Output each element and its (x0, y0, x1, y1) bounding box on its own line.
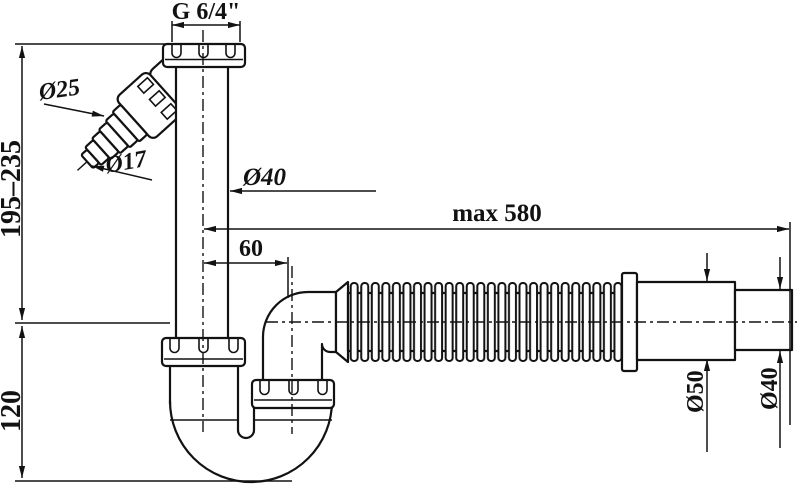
outlet-nut-slot (317, 381, 328, 396)
outlet-union-nut (250, 378, 336, 410)
label-branch-od: Ø25 (36, 74, 82, 106)
dimension-max-length: max 580 (204, 200, 791, 425)
hose-end-sleeve-50 (635, 280, 737, 362)
label-inlet-od: Ø40 (242, 164, 287, 191)
inlet-pipe-body (174, 62, 230, 342)
label-height-range: 195–235 (0, 140, 27, 238)
dimension-outlet-40: Ø40 (757, 257, 784, 448)
label-max-length: max 580 (452, 200, 542, 227)
label-thread-size: G 6/4" (172, 0, 241, 25)
hose-end-sleeve-40 (733, 288, 794, 352)
top-union-nut (161, 42, 247, 69)
label-trap-depth: 120 (0, 390, 27, 432)
top-nut-body (161, 42, 247, 69)
outlet-nut-slot (288, 381, 299, 396)
dimension-branch: Ø25 Ø17 (36, 74, 153, 181)
leader-line (43, 103, 105, 117)
leader-line (91, 165, 153, 181)
trap-inner-bend (236, 428, 256, 440)
branch-nut-slot (148, 89, 167, 108)
dimension-outlet-50: Ø50 (683, 253, 711, 452)
branch-nut-slot (136, 76, 155, 95)
branch-nut-slot (160, 102, 179, 121)
dimension-inlet-pipe: Ø40 (230, 164, 376, 195)
top-nut-slot (171, 45, 182, 59)
top-nut-slot (225, 45, 236, 59)
label-offset: 60 (239, 236, 263, 262)
lower-nut-slot (169, 339, 180, 354)
outlet-nut-slot (259, 381, 270, 396)
branch-barb-tip (80, 149, 100, 169)
outlet-elbow (261, 290, 338, 384)
trap-outer-bend (168, 399, 334, 484)
lower-nut-slot (228, 339, 239, 354)
dimension-thread: G 6/4" (171, 0, 241, 42)
dimension-offset-60: 60 (204, 236, 289, 298)
label-outlet-od-large: Ø50 (683, 370, 709, 413)
label-outlet-od-small: Ø40 (757, 367, 783, 410)
dimension-heights: 195–235 120 (0, 43, 292, 482)
